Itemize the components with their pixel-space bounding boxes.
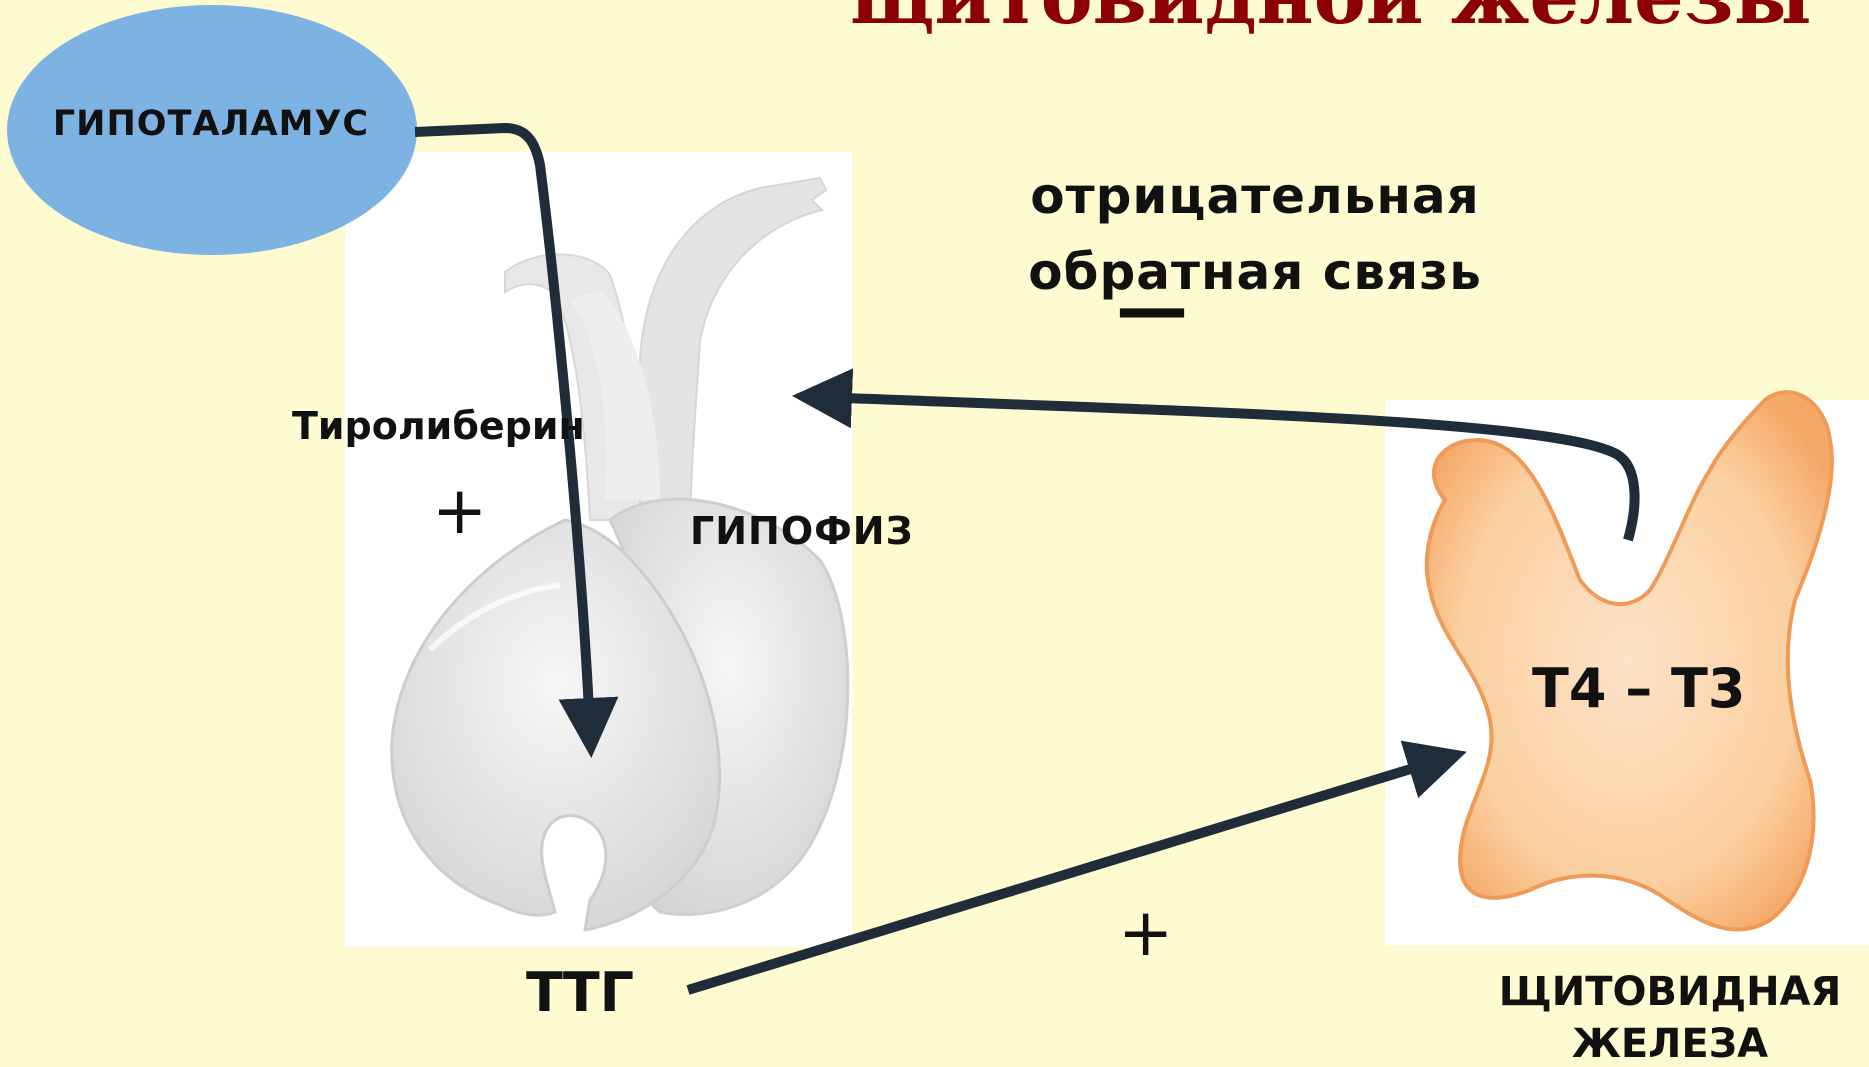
plus-sign-ttg: + [1118,900,1173,966]
pituitary-label: ГИПОФИЗ [690,512,914,550]
t4-t3-label: Т4 – Т3 [1532,662,1745,716]
minus-sign: — [1116,272,1186,344]
hypothalamus-label: ГИПОТАЛАМУС [6,107,416,142]
negative-feedback-label: отрицательная обратная связь [990,158,1520,310]
plus-sign-thyroliberin: + [432,478,487,544]
thyroliberin-label: Тиролиберин [292,407,585,445]
ttg-label: ТТГ [526,966,634,1020]
thyroid-gland-label: ЩИТОВИДНАЯ ЖЕЛЕЗА [1470,966,1869,1067]
